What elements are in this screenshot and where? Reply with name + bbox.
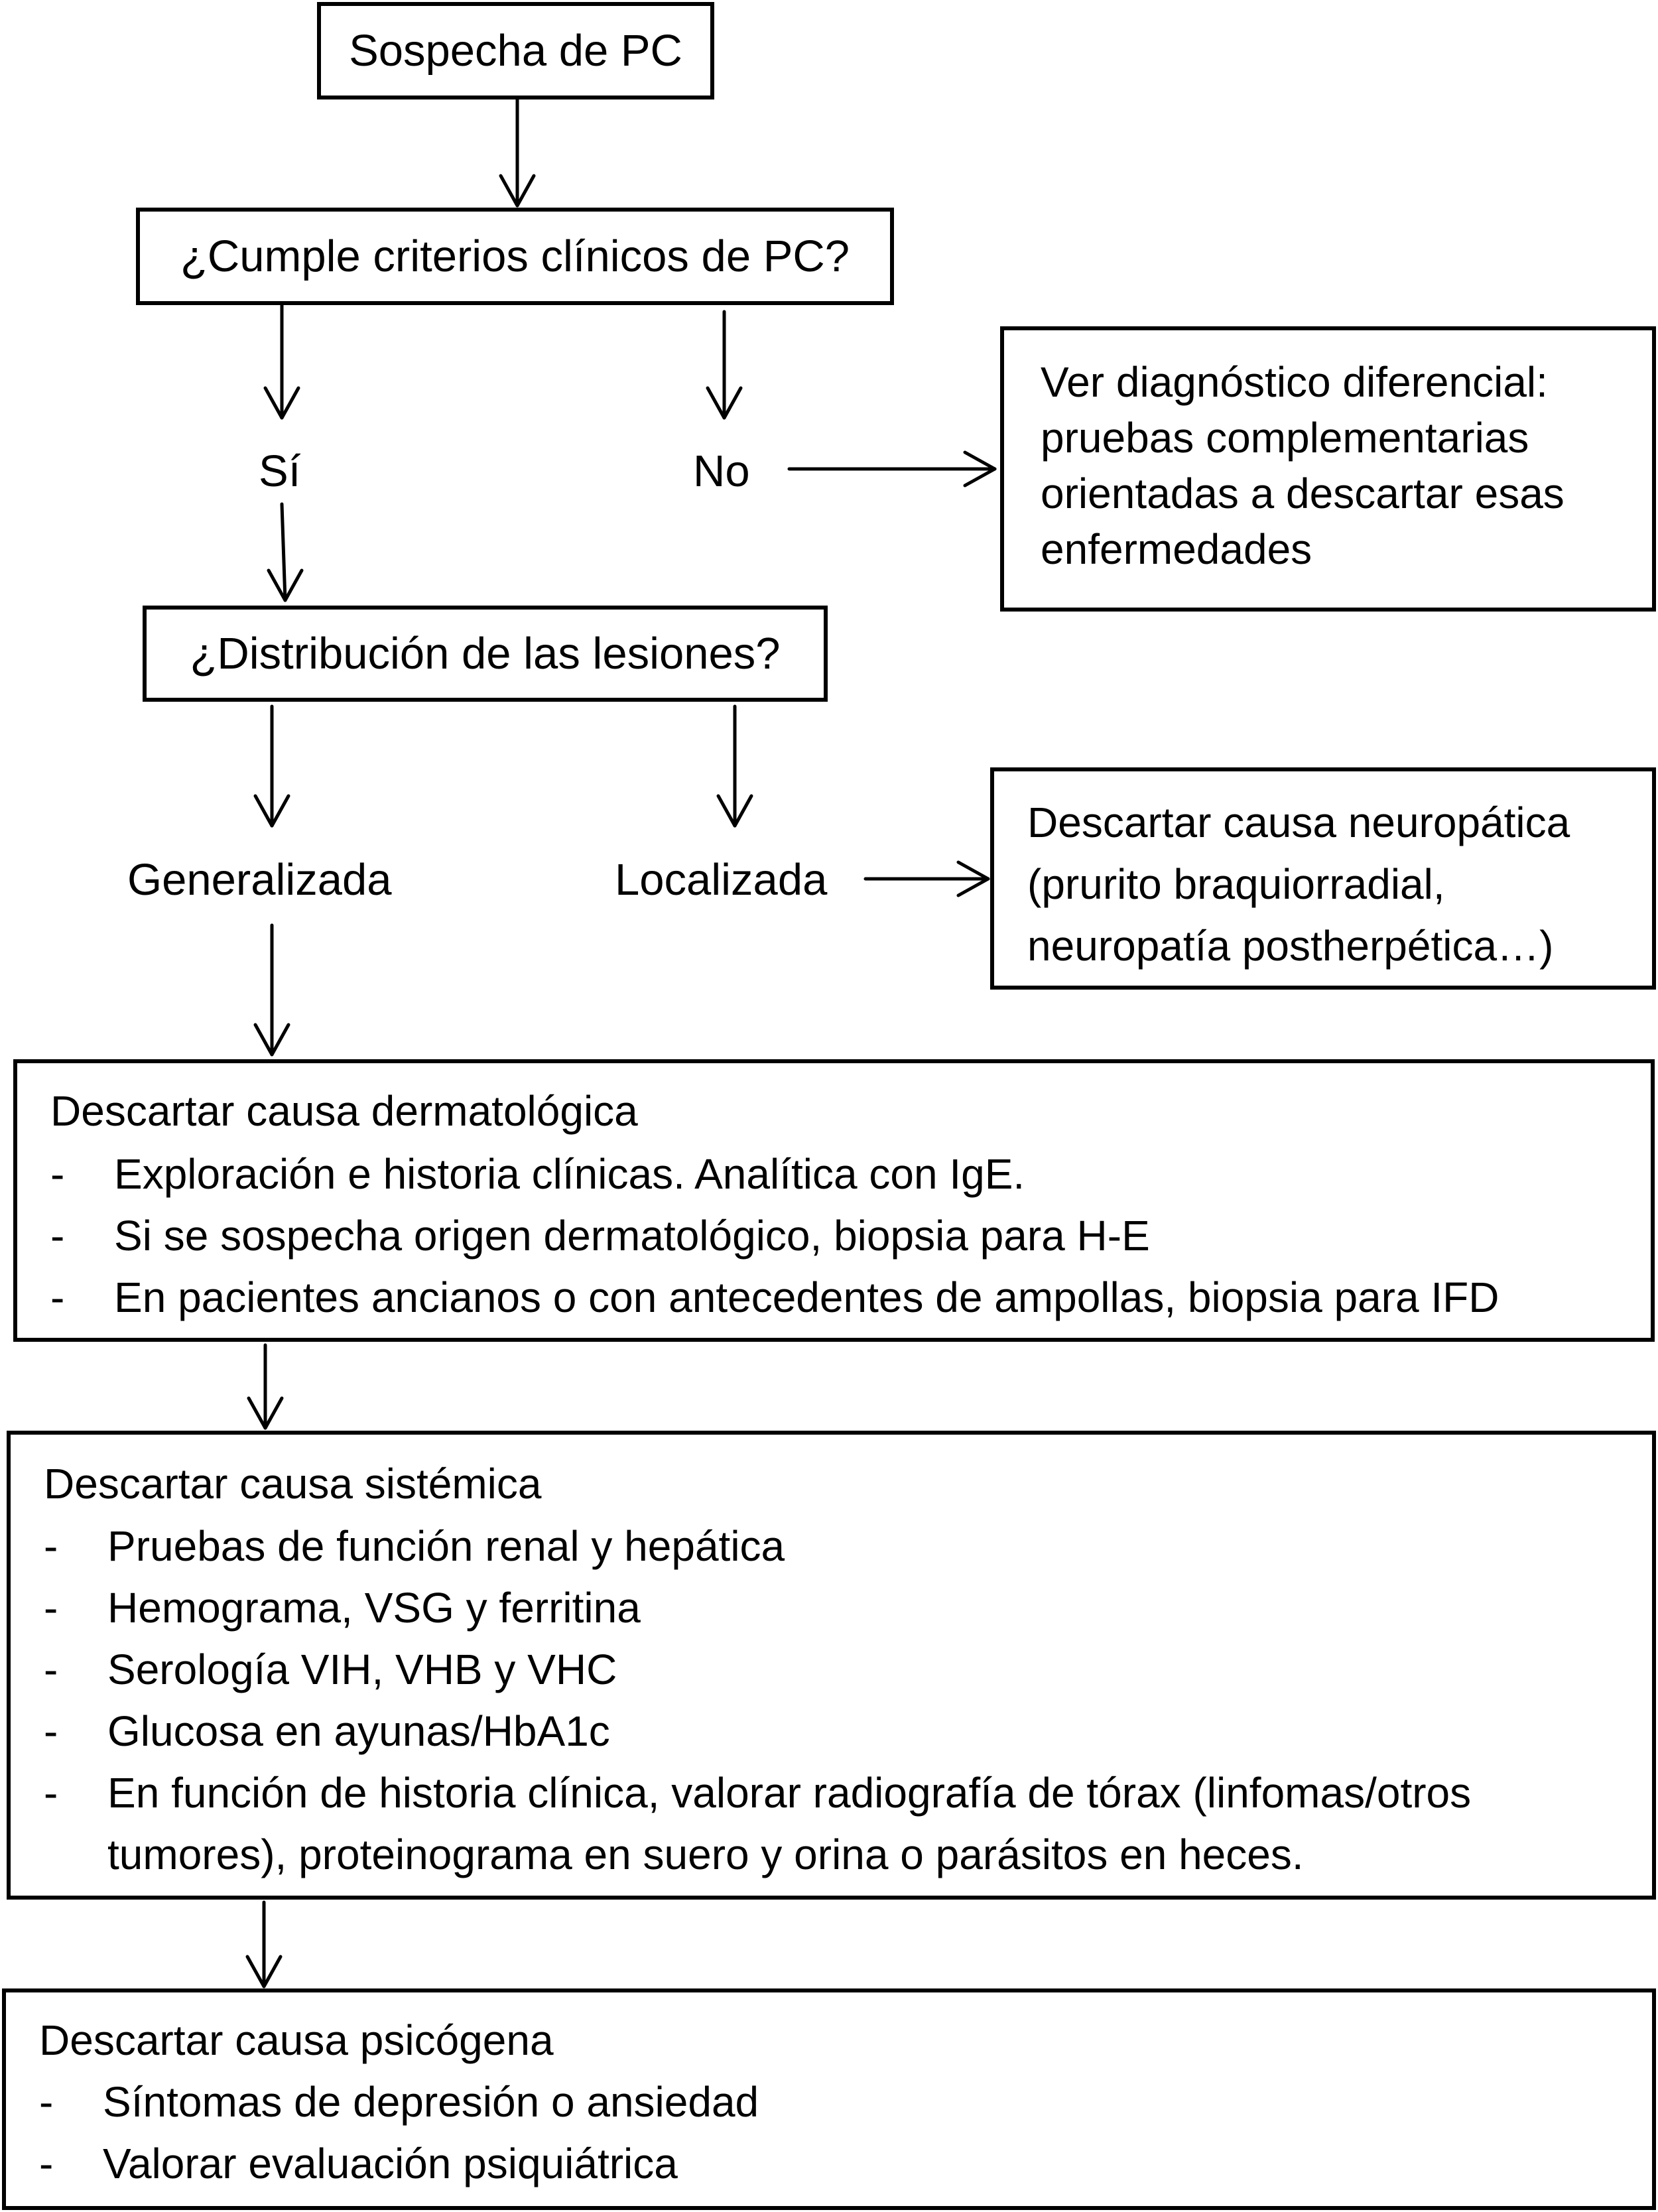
derm-item: -En pacientes ancianos o con antecedente… <box>50 1273 1499 1321</box>
systemic-item: -En función de historia clínica, valorar… <box>44 1769 1472 1817</box>
arrow-start-to-q1 <box>499 98 536 208</box>
no-label: No <box>693 446 750 496</box>
systemic-item-continuation: tumores), proteinograma en suero y orina… <box>107 1831 1304 1878</box>
arrow-q1-to-yes <box>263 303 300 420</box>
diff-line: orientadas a descartar esas <box>1041 470 1564 517</box>
arrow-q2-to-generalized <box>253 704 290 828</box>
neuro-line: neuropatía postherpética…) <box>1027 922 1554 970</box>
arrow-yes-to-q2 <box>267 502 304 602</box>
psychogenic-cause-box: Descartar causa psicógena -Síntomas de d… <box>2 1988 1656 2210</box>
arrow-q1-to-no <box>706 310 743 420</box>
systemic-item: -Hemograma, VSG y ferritina <box>44 1584 641 1632</box>
distribution-question-label: ¿Distribución de las lesiones? <box>190 629 781 679</box>
derm-item: -Si se sospecha origen dermatológico, bi… <box>50 1212 1150 1260</box>
systemic-item: -Glucosa en ayunas/HbA1c <box>44 1707 610 1755</box>
diff-line: pruebas complementarias <box>1041 414 1529 462</box>
systemic-item: -Serología VIH, VHB y VHC <box>44 1646 617 1693</box>
dermatological-cause-box: Descartar causa dermatológica -Exploraci… <box>13 1059 1655 1342</box>
neuro-line: Descartar causa neuropática <box>1027 799 1570 846</box>
arrow-generalized-to-derm <box>253 923 290 1057</box>
derm-title: Descartar causa dermatológica <box>50 1087 638 1135</box>
diff-line: Ver diagnóstico diferencial: <box>1041 358 1548 406</box>
psych-title: Descartar causa psicógena <box>39 2016 554 2064</box>
localized-label: Localizada <box>615 855 828 905</box>
start-box: Sospecha de PC <box>317 2 714 99</box>
generalized-label: Generalizada <box>127 855 392 905</box>
neuro-line: (prurito braquiorradial, <box>1027 860 1445 908</box>
arrow-no-to-diff <box>787 450 997 488</box>
arrow-systemic-to-psych <box>245 1900 283 1988</box>
arrow-derm-to-systemic <box>247 1343 284 1430</box>
criteria-question-label: ¿Cumple criterios clínicos de PC? <box>180 231 850 281</box>
psych-item: -Síntomas de depresión o ansiedad <box>39 2078 759 2126</box>
yes-label: Sí <box>259 446 301 496</box>
differential-diagnosis-box: Ver diagnóstico diferencial: pruebas com… <box>1000 326 1656 612</box>
arrow-localized-to-neuro <box>863 860 990 897</box>
systemic-title: Descartar causa sistémica <box>44 1460 542 1508</box>
derm-item: -Exploración e historia clínicas. Analít… <box>50 1150 1025 1198</box>
diff-line: enfermedades <box>1041 525 1312 573</box>
start-label: Sospecha de PC <box>349 26 682 76</box>
neuropathic-cause-box: Descartar causa neuropática (prurito bra… <box>990 767 1656 990</box>
criteria-question-box: ¿Cumple criterios clínicos de PC? <box>136 208 894 305</box>
psych-item: -Valorar evaluación psiquiátrica <box>39 2140 678 2187</box>
distribution-question-box: ¿Distribución de las lesiones? <box>143 606 828 702</box>
arrow-q2-to-localized <box>716 704 753 828</box>
systemic-cause-box: Descartar causa sistémica -Pruebas de fu… <box>7 1431 1656 1900</box>
systemic-item: -Pruebas de función renal y hepática <box>44 1522 785 1570</box>
